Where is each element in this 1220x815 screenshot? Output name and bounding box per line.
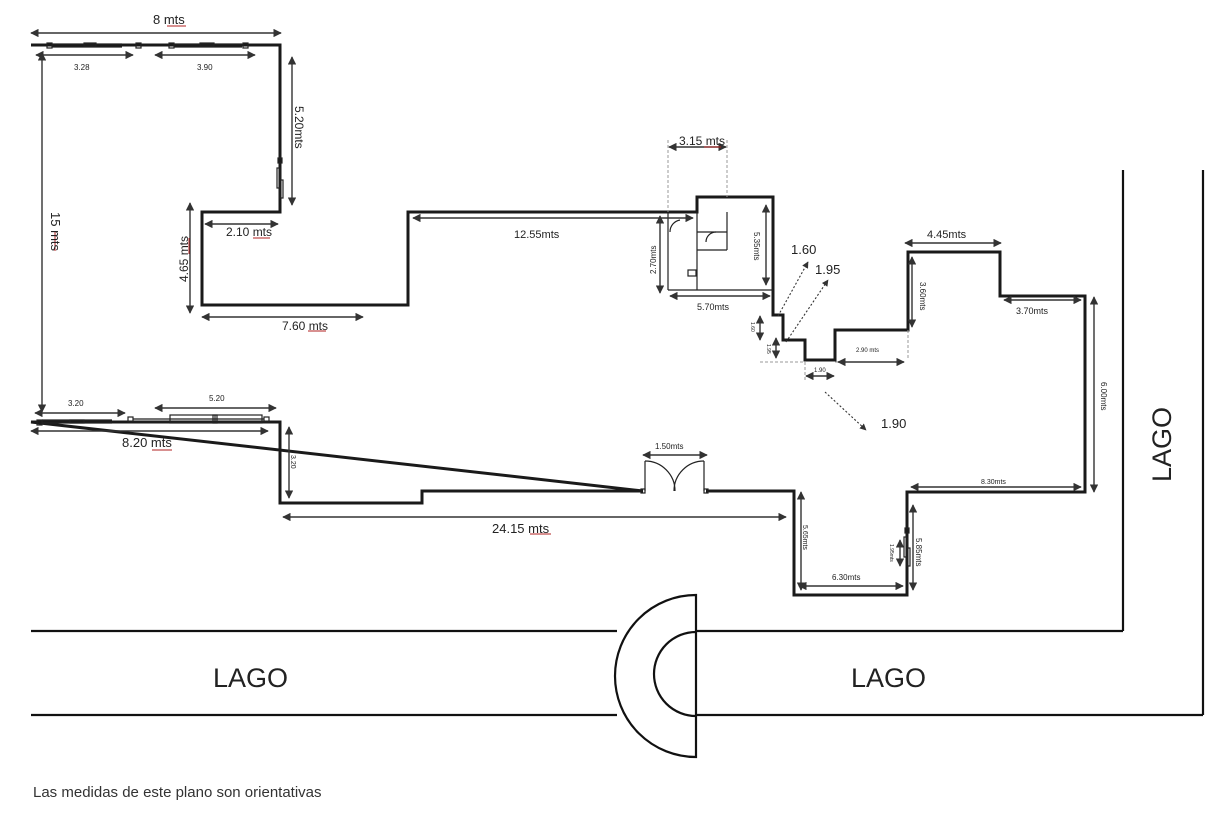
label-small-v2: 1.95: [765, 344, 771, 354]
label-small-190: 1.90: [814, 368, 826, 374]
label-win-south: 5.20: [209, 394, 225, 403]
label-bay-width: 6.30mts: [832, 573, 860, 582]
label-lake-south-left: LAGO: [213, 663, 288, 693]
label-annex-right: 5.35mts: [752, 232, 761, 260]
unit-underlines: [54, 25, 721, 535]
label-step-width: 2.10 mts: [226, 225, 272, 239]
label-diag-190: 1.90: [881, 416, 906, 431]
label-bay-left: 5.65mts: [801, 525, 808, 550]
label-right-upper: 5.20mts: [292, 106, 306, 149]
label-diag-195: 1.95: [815, 262, 840, 277]
label-top-width: 8 mts: [153, 12, 185, 27]
label-east-wall: 6.00mts: [1099, 382, 1108, 410]
building-outline: [30, 43, 1087, 597]
windows: [36, 42, 911, 567]
annex-interior: [667, 140, 909, 382]
label-se-width: 8.30mts: [981, 479, 1006, 486]
label-small-290: 2.90 mts: [856, 348, 879, 354]
dimension-lines: [30, 28, 1099, 591]
label-annex-left: 2.70mts: [649, 246, 658, 274]
label-left-side: 15 mts: [48, 212, 63, 252]
label-bay-right: 5.85mts: [914, 538, 923, 566]
label-lake-south-right: LAGO: [851, 663, 926, 693]
label-small-v1: 1.60: [749, 322, 755, 332]
label-ne-left: 3.60mts: [918, 282, 927, 310]
dimension-labels: 8 mts 3.28 3.90 5.20mts 15 mts 2.10 mts …: [48, 12, 1177, 693]
label-annex-bottom: 5.70mts: [697, 302, 730, 312]
label-bay-door: 1.95mts: [888, 544, 894, 562]
label-ne-top: 4.45mts: [927, 229, 967, 241]
label-sw-width: 8.20 mts: [122, 435, 172, 450]
label-win-top-left: 3.28: [74, 63, 90, 72]
entrance-door: [640, 460, 709, 494]
label-wing-width: 7.60 mts: [282, 319, 328, 333]
disclaimer-note: Las medidas de este plano son orientativ…: [33, 784, 322, 801]
label-door-width: 1.50mts: [655, 442, 683, 451]
label-win-sw: 3.20: [68, 399, 84, 408]
label-diag-160: 1.60: [791, 242, 816, 257]
label-south-wall: 24.15 mts: [492, 521, 550, 536]
lake-shoreline: [31, 170, 1205, 759]
label-win-top-right: 3.90: [197, 63, 213, 72]
label-annex-top: 3.15 mts: [679, 134, 725, 148]
label-step-height: 4.65 mts: [177, 236, 191, 282]
label-ne-step: 3.70mts: [1016, 306, 1049, 316]
label-north-wall: 12.55mts: [514, 229, 560, 241]
label-sw-drop: 3.20: [289, 455, 296, 469]
label-lake-east: LAGO: [1147, 407, 1177, 482]
